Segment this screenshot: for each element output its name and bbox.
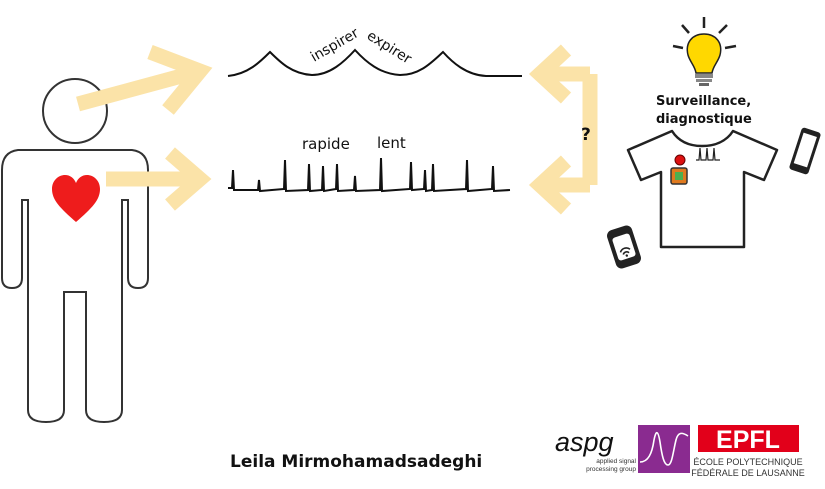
label-inspire: inspirer (308, 25, 362, 65)
surveillance-label-2: diagnostique (656, 112, 752, 127)
tshirt-icon (626, 129, 779, 249)
arrow-head-to-breath (76, 44, 213, 115)
lightbulb-icon (672, 17, 737, 86)
person-body (0, 149, 149, 424)
epfl-logo: EPFL ÉCOLE POLYTECHNIQUE FÉDÉRALE DE LAU… (691, 425, 805, 478)
smartphone-icon (789, 127, 821, 175)
ecg-signal (228, 157, 511, 193)
aspg-logo-sub2: processing group (586, 466, 636, 473)
label-expire: expirer (364, 28, 414, 68)
heart-icon (52, 175, 100, 222)
arrows-to-signals (528, 44, 598, 215)
question-mark: ? (581, 125, 591, 145)
sensor-dot (674, 154, 686, 166)
epfl-logo-sub2: FÉDÉRALE DE LAUSANNE (691, 468, 805, 478)
aspg-logo: aspg applied signal processing group (555, 425, 690, 473)
label-rapid: rapide (302, 135, 350, 153)
aspg-logo-mark (638, 425, 690, 473)
epfl-logo-mark (698, 425, 799, 452)
aspg-logo-name: aspg (555, 427, 614, 457)
label-slow: lent (377, 134, 406, 152)
author-name: Leila Mirmohamadsadeghi (230, 452, 483, 472)
person-figure (0, 78, 149, 424)
arrow-heart-to-ecg (106, 147, 212, 211)
person-head (42, 78, 108, 144)
breathing-signal (227, 48, 522, 77)
smartwatch-icon (607, 225, 641, 269)
tshirt-ecg (696, 147, 720, 161)
epfl-logo-name: EPFL (716, 426, 780, 454)
epfl-logo-sub1: ÉCOLE POLYTECHNIQUE (693, 457, 802, 467)
aspg-logo-sub1: applied signal (596, 458, 636, 465)
surveillance-label-1: Surveillance, (656, 94, 751, 109)
